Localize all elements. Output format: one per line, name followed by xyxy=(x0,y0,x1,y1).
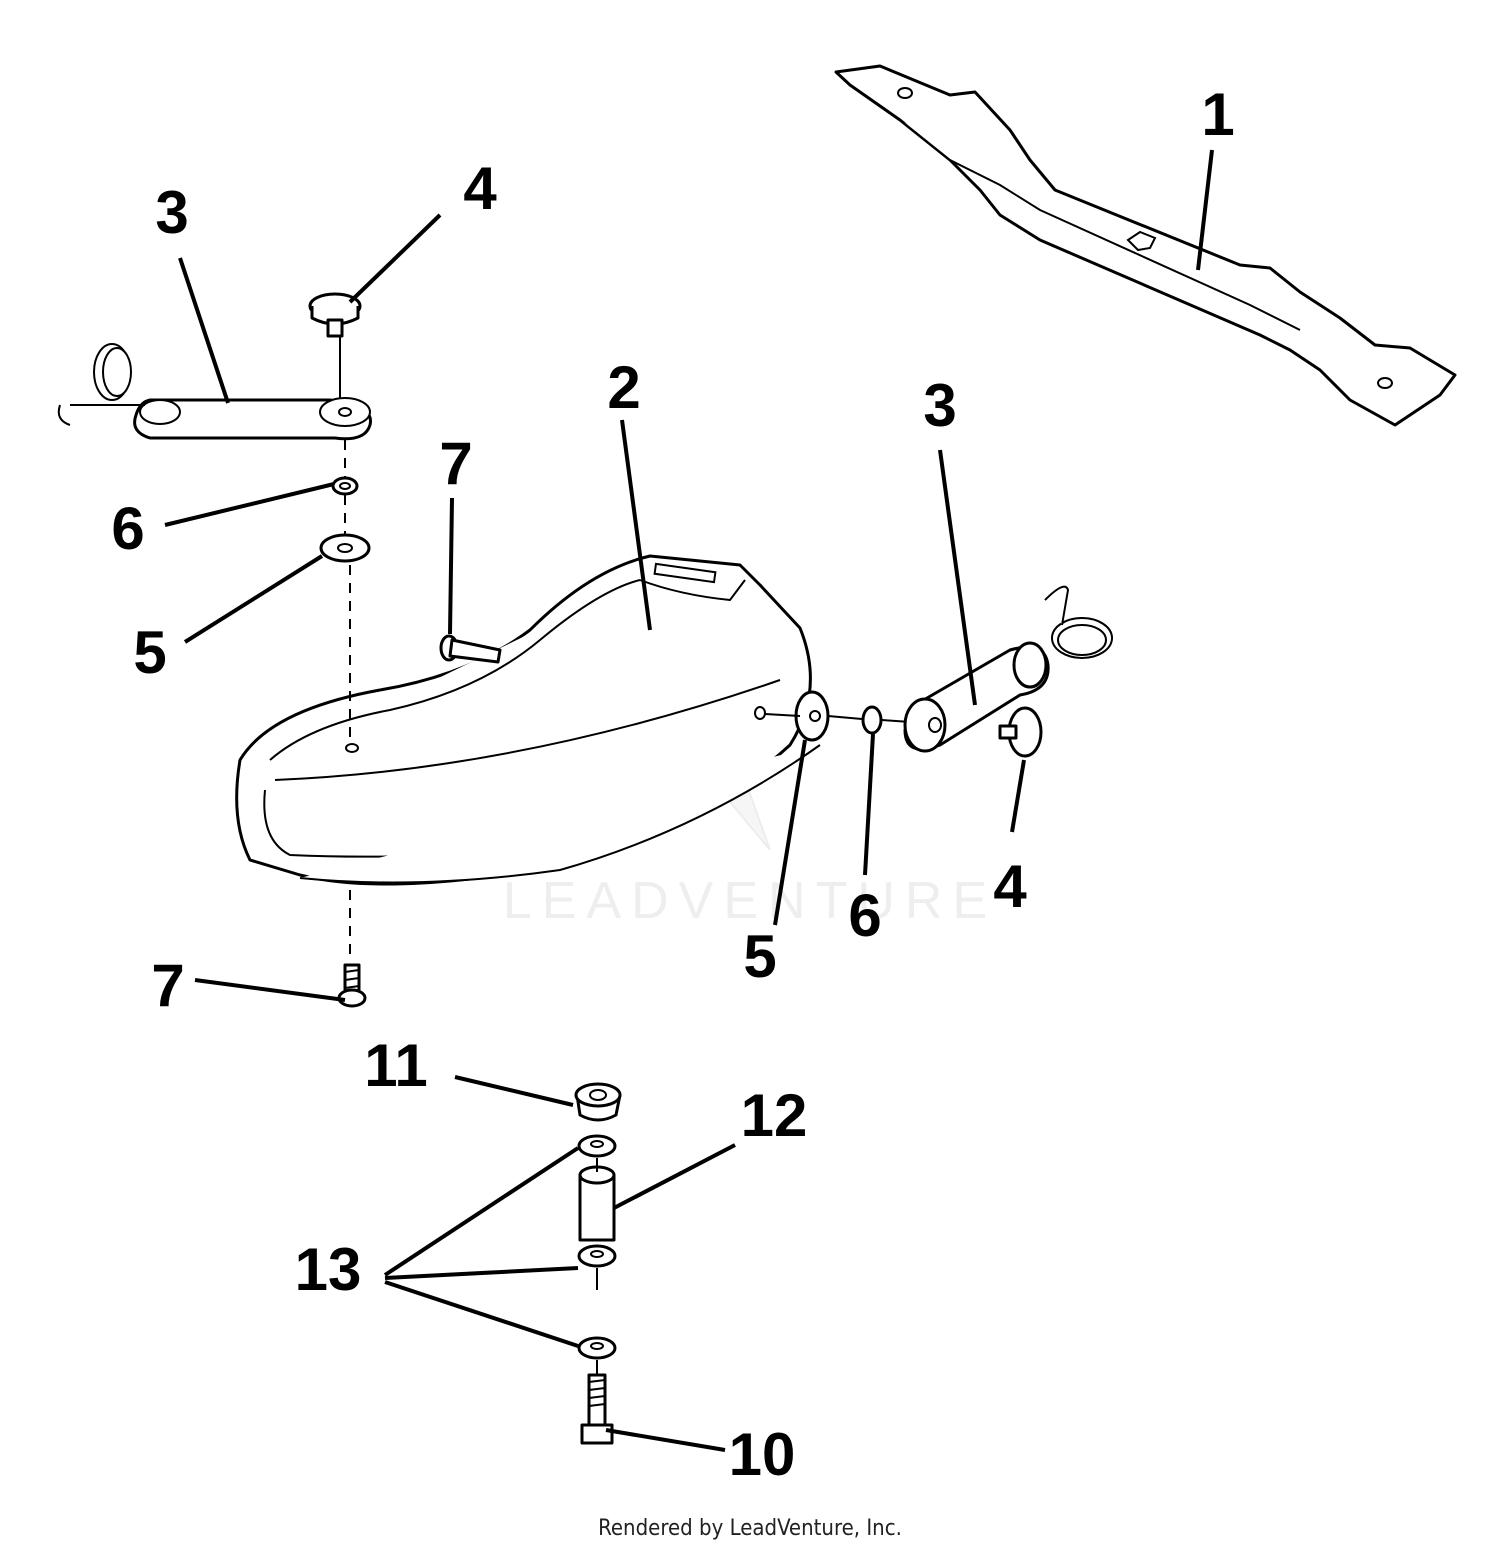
callout-10: 10 xyxy=(729,1421,796,1488)
callout-3-right: 3 xyxy=(923,372,956,439)
washer-13-bottom[interactable] xyxy=(577,1336,617,1360)
callout-6-right: 6 xyxy=(848,882,881,949)
left-axis-dashes xyxy=(344,440,351,740)
callout-6-left: 6 xyxy=(111,495,144,562)
bolt-10[interactable] xyxy=(580,1373,614,1445)
leader-lines xyxy=(164,149,1214,1452)
idler-arm-left[interactable] xyxy=(57,343,372,441)
idler-knob-left[interactable] xyxy=(308,292,362,338)
mandrel-guard[interactable] xyxy=(235,554,821,886)
callout-5-right: 5 xyxy=(743,923,776,990)
callout-4-right: 4 xyxy=(993,853,1027,920)
idler-arm-right[interactable] xyxy=(903,585,1113,753)
nut-left[interactable] xyxy=(331,476,359,496)
callout-11: 11 xyxy=(364,1032,427,1099)
guard-hole-right xyxy=(754,706,766,720)
mower-blade[interactable] xyxy=(834,64,1457,427)
idler-knob-right[interactable] xyxy=(998,706,1043,758)
watermark-text: LEADVENTURE xyxy=(503,872,997,930)
washer-left[interactable] xyxy=(319,533,371,563)
washer-right[interactable] xyxy=(794,690,830,742)
washer-13-middle[interactable] xyxy=(577,1244,617,1268)
callout-2: 2 xyxy=(607,354,640,421)
callout-12: 12 xyxy=(741,1082,808,1149)
spacer-12[interactable] xyxy=(578,1165,616,1242)
nut-right[interactable] xyxy=(861,705,883,735)
callout-7-upper: 7 xyxy=(439,430,472,497)
callout-4-left: 4 xyxy=(463,155,497,222)
callout-7-lower: 7 xyxy=(151,952,184,1019)
callout-5-left: 5 xyxy=(133,619,166,686)
nut-11[interactable] xyxy=(574,1082,622,1122)
screw-upper[interactable] xyxy=(439,634,502,664)
callout-3-left: 3 xyxy=(155,179,188,246)
callout-1: 1 xyxy=(1201,81,1234,148)
washer-13-top[interactable] xyxy=(577,1134,617,1158)
callout-13: 13 xyxy=(295,1236,362,1303)
footer-credit: Rendered by LeadVenture, Inc. xyxy=(598,1516,902,1541)
